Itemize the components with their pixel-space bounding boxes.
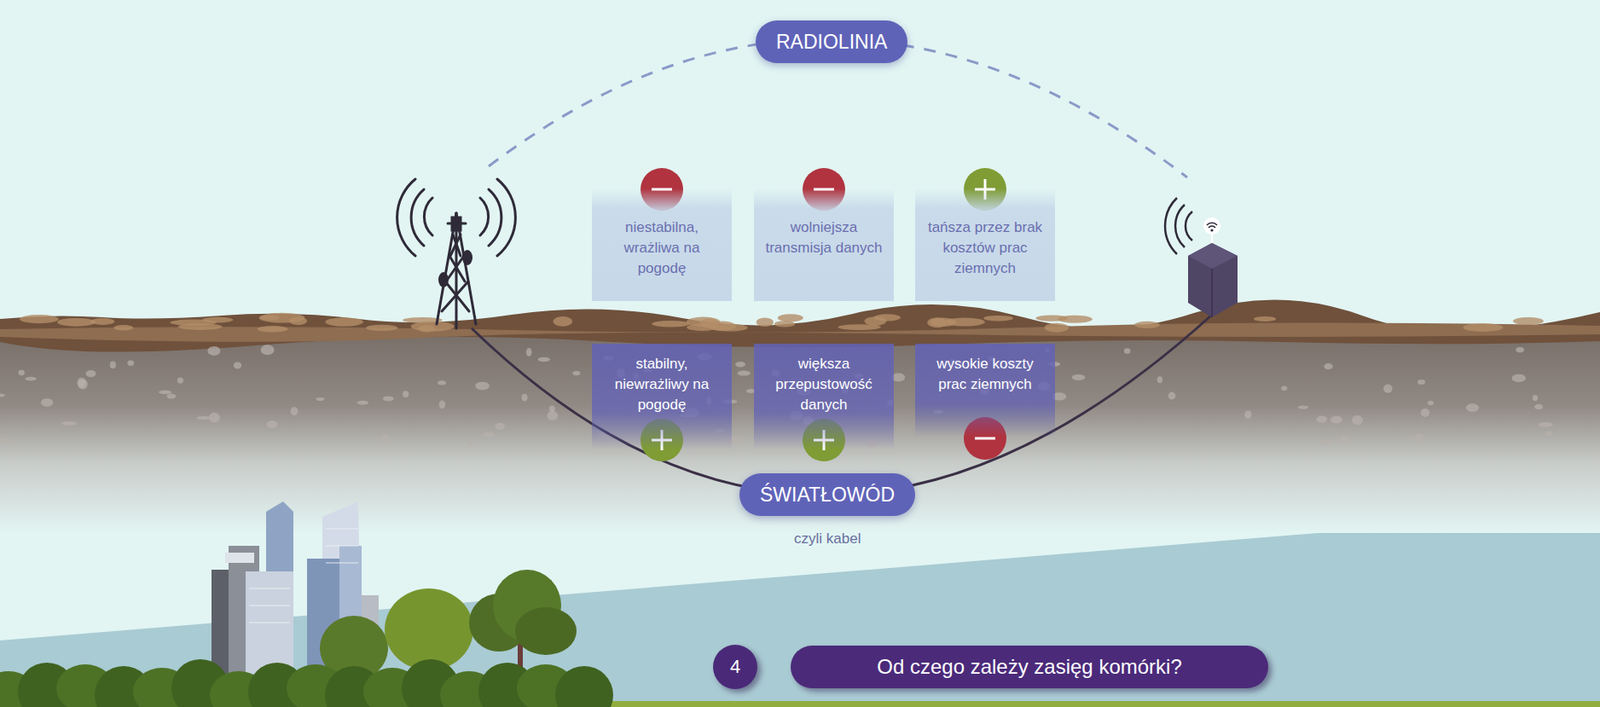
info-box: niestabilna, wrażliwa na pogodę (591, 188, 732, 302)
nav-button: Od czego zależy zasięg komórki? (790, 645, 1269, 689)
earth-layer (0, 336, 1600, 534)
tower-dish (438, 272, 449, 288)
node-text: Od czego zależy zasięg komórki? (807, 645, 1252, 689)
node-text: niestabilna, wrażliwa na pogodę (598, 217, 725, 279)
soil-stripe (0, 322, 1600, 342)
info-box: wysokie koszty prac ziemnych (915, 343, 1056, 437)
info-box: tańsza przez brak kosztów prac ziemnych (915, 188, 1056, 302)
node-text: wysokie koszty prac ziemnych (921, 353, 1049, 395)
node-text: 4 (713, 644, 758, 690)
node-text: tańsza przez brak kosztów prac ziemnych (921, 217, 1049, 279)
info-box: stabilny, niewrażliwy na pogodę (591, 343, 732, 450)
step-number: 4 (713, 644, 758, 690)
node-text: wolniejsza transmisja danych (760, 217, 887, 259)
node-text: ŚWIATŁOWÓD (759, 473, 895, 516)
info-box: wolniejsza transmisja danych (753, 188, 894, 302)
node-text: RADIOLINIA (776, 20, 887, 64)
node-text: stabilny, niewrażliwy na pogodę (598, 353, 725, 416)
pill-label: RADIOLINIA (755, 20, 908, 64)
info-box: większa przepustowość danych (753, 343, 894, 450)
home-router (1165, 197, 1238, 318)
bushes (0, 659, 614, 707)
fiber-cable-arc (471, 315, 1212, 495)
pill-label: ŚWIATŁOWÓD (739, 473, 916, 516)
tower-dish (462, 249, 473, 266)
radio-tower (397, 179, 516, 329)
subtitle-label: czyli kabel (794, 530, 861, 548)
node-text: większa przepustowość danych (760, 353, 887, 416)
